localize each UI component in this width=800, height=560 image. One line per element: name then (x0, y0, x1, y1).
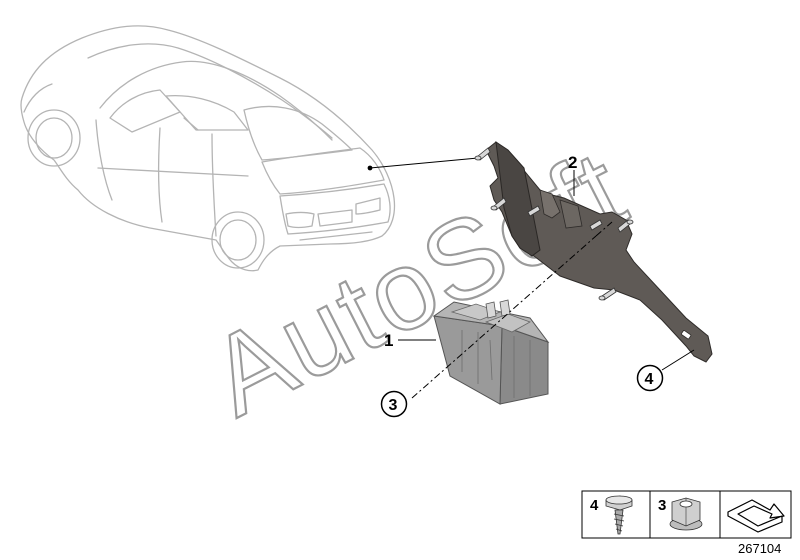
callout-1: 1 (384, 331, 436, 350)
svg-text:4: 4 (590, 497, 599, 514)
nut-icon (669, 497, 703, 531)
svg-text:3: 3 (658, 497, 666, 514)
fastener-legend: 4 3 (581, 490, 792, 539)
vehicle-outline (20, 25, 396, 272)
bent-arrow-icon (727, 499, 785, 533)
diagram-number: 267104 (738, 541, 782, 556)
callout-2: 2 (568, 153, 577, 196)
svg-text:3: 3 (389, 397, 398, 414)
callout-4: 4 (636, 349, 695, 392)
svg-text:2: 2 (568, 153, 577, 172)
bracket-part-2 (474, 140, 713, 363)
svg-text:1: 1 (384, 331, 393, 350)
screw-icon (605, 495, 633, 535)
watermark: AutoSoft (189, 125, 645, 441)
svg-text:4: 4 (645, 371, 654, 388)
control-unit-part-1 (432, 299, 550, 405)
svg-text:AutoSoft: AutoSoft (191, 126, 645, 440)
assembly-axis-lines (411, 221, 613, 399)
car-location-leader (367, 157, 479, 171)
callout-3: 3 (380, 390, 408, 418)
